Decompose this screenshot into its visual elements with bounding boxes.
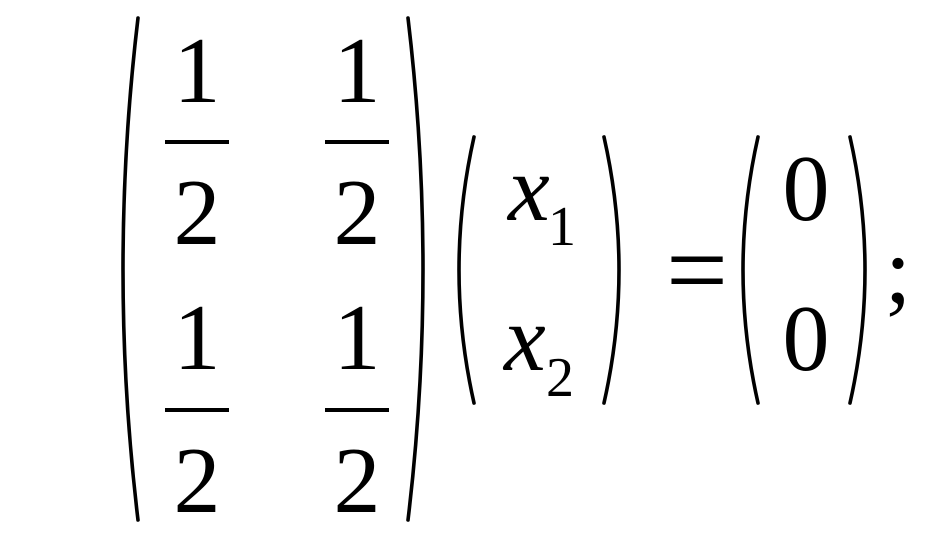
matrix-r1c1-denominator: 2: [174, 161, 221, 265]
vector-left-paren: [457, 135, 476, 405]
matrix-r1c2-numerator: 1: [334, 19, 381, 123]
vector-right-paren: [602, 135, 621, 405]
matrix-r2c1-numerator: 1: [174, 286, 221, 390]
equals-sign: =: [666, 209, 728, 331]
matrix-r1c1-numerator: 1: [174, 19, 221, 123]
matrix-right-paren: [406, 16, 425, 522]
vector-entry-1-subscript: 1: [548, 196, 576, 258]
semicolon: ;: [885, 219, 911, 323]
matrix-r2c2-denominator: 2: [334, 429, 381, 533]
result-left-paren: [741, 135, 760, 405]
vector-entry-1-variable: x: [506, 137, 550, 241]
vector-entry-2-subscript: 2: [546, 347, 574, 409]
matrix-r2c1-denominator: 2: [174, 429, 221, 533]
result-entry-2: 0: [783, 287, 830, 391]
matrix-r2c2-numerator: 1: [334, 286, 381, 390]
result-right-paren: [848, 135, 867, 405]
result-entry-1: 0: [783, 137, 830, 241]
vector-entry-2-variable: x: [502, 287, 546, 391]
matrix-left-paren: [121, 16, 140, 522]
matrix-r1c2-denominator: 2: [334, 161, 381, 265]
